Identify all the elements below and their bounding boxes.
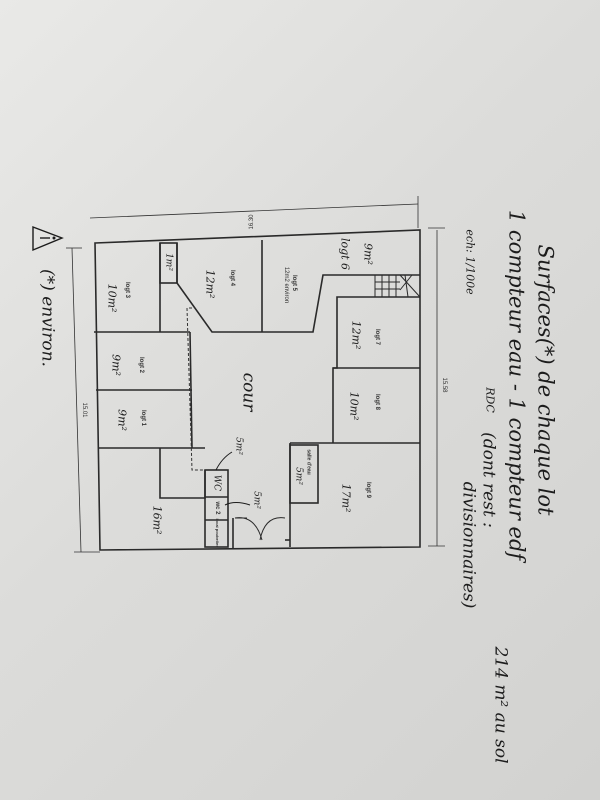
bottom-left-area: 16m² bbox=[150, 505, 164, 535]
logt1-area: 9m² bbox=[115, 409, 129, 431]
dim-line-left bbox=[71, 247, 82, 553]
logt7-label: logt 7 bbox=[374, 329, 380, 345]
logt4-label: logt 4 bbox=[229, 270, 235, 286]
logt9-area: 17m² bbox=[339, 483, 353, 513]
title-surfaces: Surfaces(*) de chaque lot bbox=[533, 244, 558, 516]
logt9-label: logt 9 bbox=[365, 482, 371, 498]
logt8-label: logt 8 bbox=[374, 394, 380, 410]
dim-top: 16.30 bbox=[249, 214, 255, 230]
wc-zone-area: 5m² bbox=[233, 437, 244, 455]
logt5-label: logt 5 bbox=[291, 275, 297, 291]
salle-eau-label: salle d'eau bbox=[305, 449, 312, 475]
stairs bbox=[374, 274, 421, 298]
entrance-door bbox=[234, 517, 286, 541]
wc-label: WC bbox=[211, 474, 222, 492]
corridor-wall bbox=[186, 307, 205, 471]
cour-label: cour bbox=[238, 372, 259, 412]
logt6-label: logt 6 bbox=[338, 237, 352, 271]
salle-eau-area: 5m² bbox=[293, 467, 304, 485]
small-room-area: 1m² bbox=[163, 253, 174, 271]
rdc-label: RDC bbox=[483, 387, 497, 413]
dim-left: 15.01 bbox=[81, 402, 87, 418]
rdc-detail-1: (dont rest : bbox=[478, 432, 499, 528]
logt3-area: 10m² bbox=[105, 283, 119, 313]
warning-icon bbox=[32, 225, 64, 252]
dim-line-top bbox=[89, 203, 419, 219]
logt4-area: 12m² bbox=[203, 269, 217, 299]
entry-area: 5m² bbox=[251, 491, 262, 509]
logt3-label: logt 3 bbox=[124, 282, 130, 298]
logt1-label: logt 1 bbox=[140, 410, 146, 426]
total-surface: 214 m² au sol bbox=[490, 646, 511, 764]
logt8-area: 10m² bbox=[347, 391, 361, 421]
logt2-area: 9m² bbox=[109, 354, 123, 376]
logt2-label: logt 2 bbox=[138, 357, 144, 373]
scale-label: ech: 1/100e bbox=[463, 229, 477, 295]
poubelles-label: local poubelles bbox=[215, 518, 220, 548]
salle-eau-wall bbox=[289, 444, 319, 504]
warning-note: (*) environ. bbox=[37, 269, 58, 367]
title-compteurs: 1 compteur eau - 1 compteur edf bbox=[504, 209, 529, 561]
logt7-area: 12m² bbox=[349, 320, 363, 350]
wc2-label: wc 2 bbox=[214, 501, 220, 515]
dim-right: 15.58 bbox=[441, 377, 447, 393]
logt6-area: 9m² bbox=[361, 243, 375, 265]
logt5-area: 12m2 environ bbox=[283, 266, 289, 304]
rdc-detail-2: divisionnaires) bbox=[458, 481, 479, 609]
